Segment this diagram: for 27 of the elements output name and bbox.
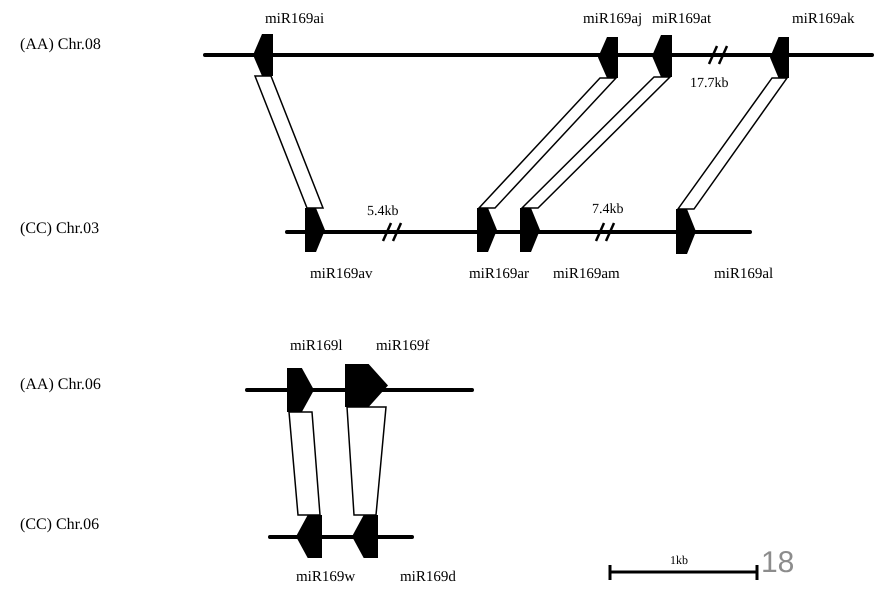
gap-size-label: 17.7kb xyxy=(690,75,728,93)
gene-label: miR169d xyxy=(400,568,456,586)
gap-size-label: 7.4kb xyxy=(592,201,624,219)
synteny-band xyxy=(477,77,618,209)
synteny-band xyxy=(346,406,387,516)
chromosome-label: (CC) Chr.03 xyxy=(20,220,100,238)
gene-label: miR169ai xyxy=(265,10,324,28)
synteny-band xyxy=(520,76,672,209)
chromosome-label: (AA) Chr.08 xyxy=(20,36,101,54)
gene-label: miR169at xyxy=(652,10,712,28)
gene-label: miR169w xyxy=(296,568,356,586)
synteny-band xyxy=(676,77,788,210)
gene-label: miR169av xyxy=(310,265,372,283)
scale-label: 1kb xyxy=(670,552,688,569)
gene-label: miR169am xyxy=(553,265,620,283)
chromosome-label: (CC) Chr.06 xyxy=(20,516,100,534)
chromosome-label: (AA) Chr.06 xyxy=(20,376,101,394)
gene-label: miR169f xyxy=(376,337,430,355)
gap-size-label: 5.4kb xyxy=(367,203,398,221)
synteny-band xyxy=(254,75,324,209)
gene-label: miR169ak xyxy=(792,10,854,28)
page-number: 18 xyxy=(761,546,794,580)
gene-label: miR169aj xyxy=(583,10,642,28)
gene-label: miR169l xyxy=(290,337,343,355)
synteny-band xyxy=(288,411,321,516)
gene-label: miR169ar xyxy=(469,265,529,283)
gene-label: miR169al xyxy=(714,265,774,283)
